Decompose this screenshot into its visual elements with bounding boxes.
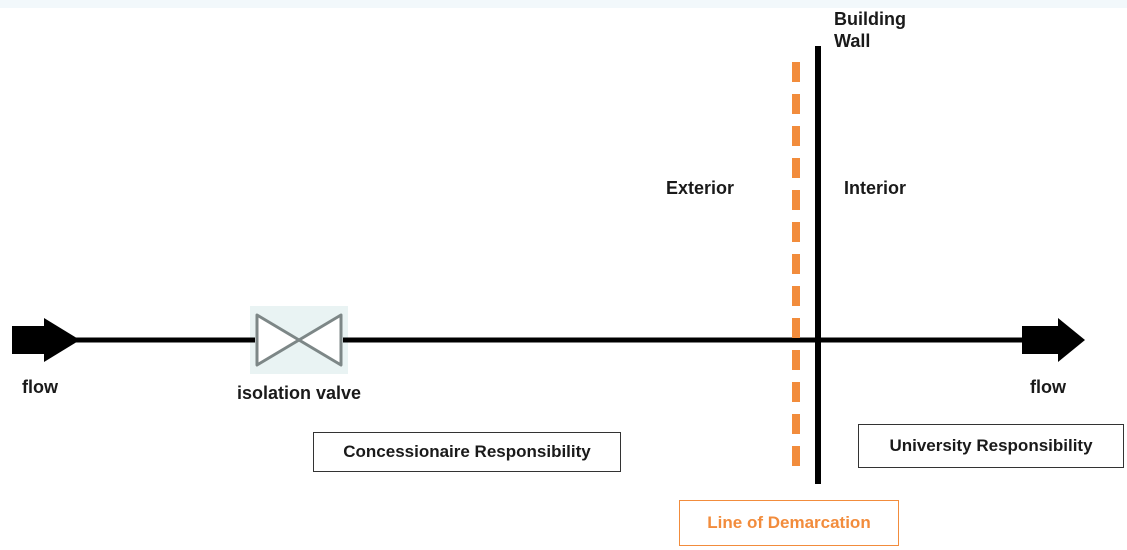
flow-label-left: flow — [22, 377, 58, 397]
top-band — [0, 0, 1127, 8]
isolation-valve-icon — [250, 306, 348, 374]
building-wall-label: Building Wall — [834, 8, 906, 52]
line-of-demarcation-box: Line of Demarcation — [679, 500, 899, 546]
building-wall-label-line2: Wall — [834, 31, 871, 51]
university-responsibility-box: University Responsibility — [858, 424, 1124, 468]
interior-label: Interior — [844, 178, 907, 198]
exterior-label: Exterior — [666, 178, 735, 198]
isolation-valve-label: isolation valve — [237, 383, 362, 403]
flow-arrow-left-icon — [12, 318, 80, 362]
flow-label-right: flow — [1030, 377, 1066, 397]
building-wall-label-line1: Building — [834, 9, 906, 29]
concessionaire-responsibility-box: Concessionaire Responsibility — [313, 432, 621, 472]
flow-arrow-right-icon — [1022, 318, 1085, 362]
